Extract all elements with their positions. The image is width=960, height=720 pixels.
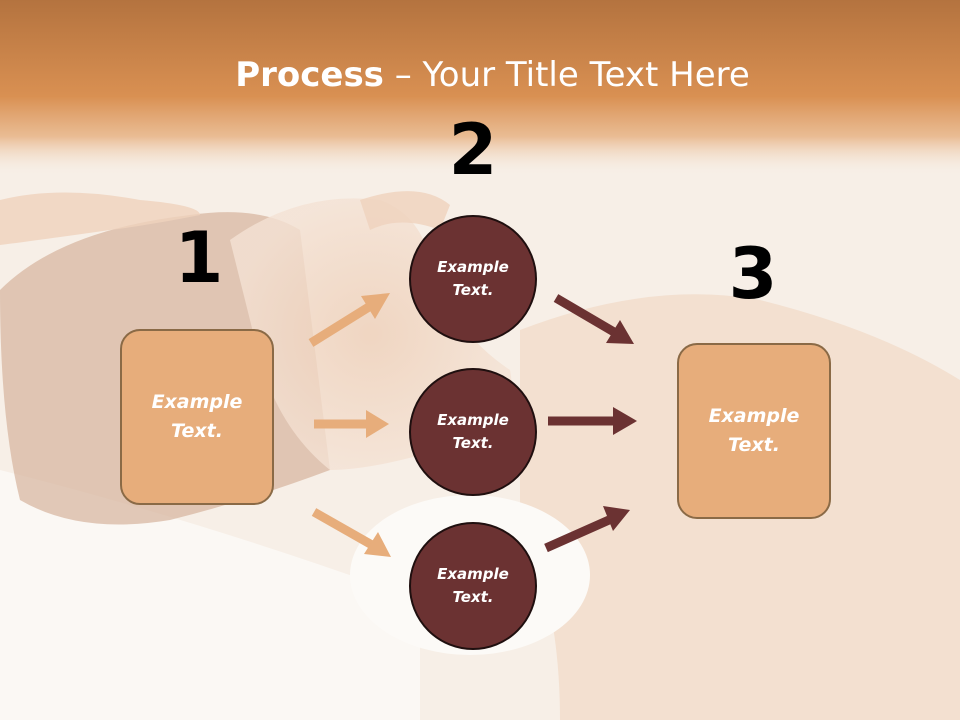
- arrow-left-to-bottom: [311, 508, 391, 557]
- arrow-left-to-middle: [314, 410, 389, 438]
- arrow-bottom-to-right: [544, 506, 630, 553]
- arrow-left-to-top: [308, 293, 390, 347]
- step-number-2: 2: [448, 109, 498, 191]
- title-bold: Process: [235, 55, 384, 95]
- arrow-top-to-right: [553, 294, 634, 344]
- step-number-3: 3: [728, 233, 778, 315]
- title-rest: – Your Title Text Here: [383, 55, 750, 95]
- step-number-1: 1: [174, 217, 224, 299]
- arrow-middle-to-right: [548, 407, 637, 435]
- slide-title: Process – Your Title Text Here: [0, 52, 960, 98]
